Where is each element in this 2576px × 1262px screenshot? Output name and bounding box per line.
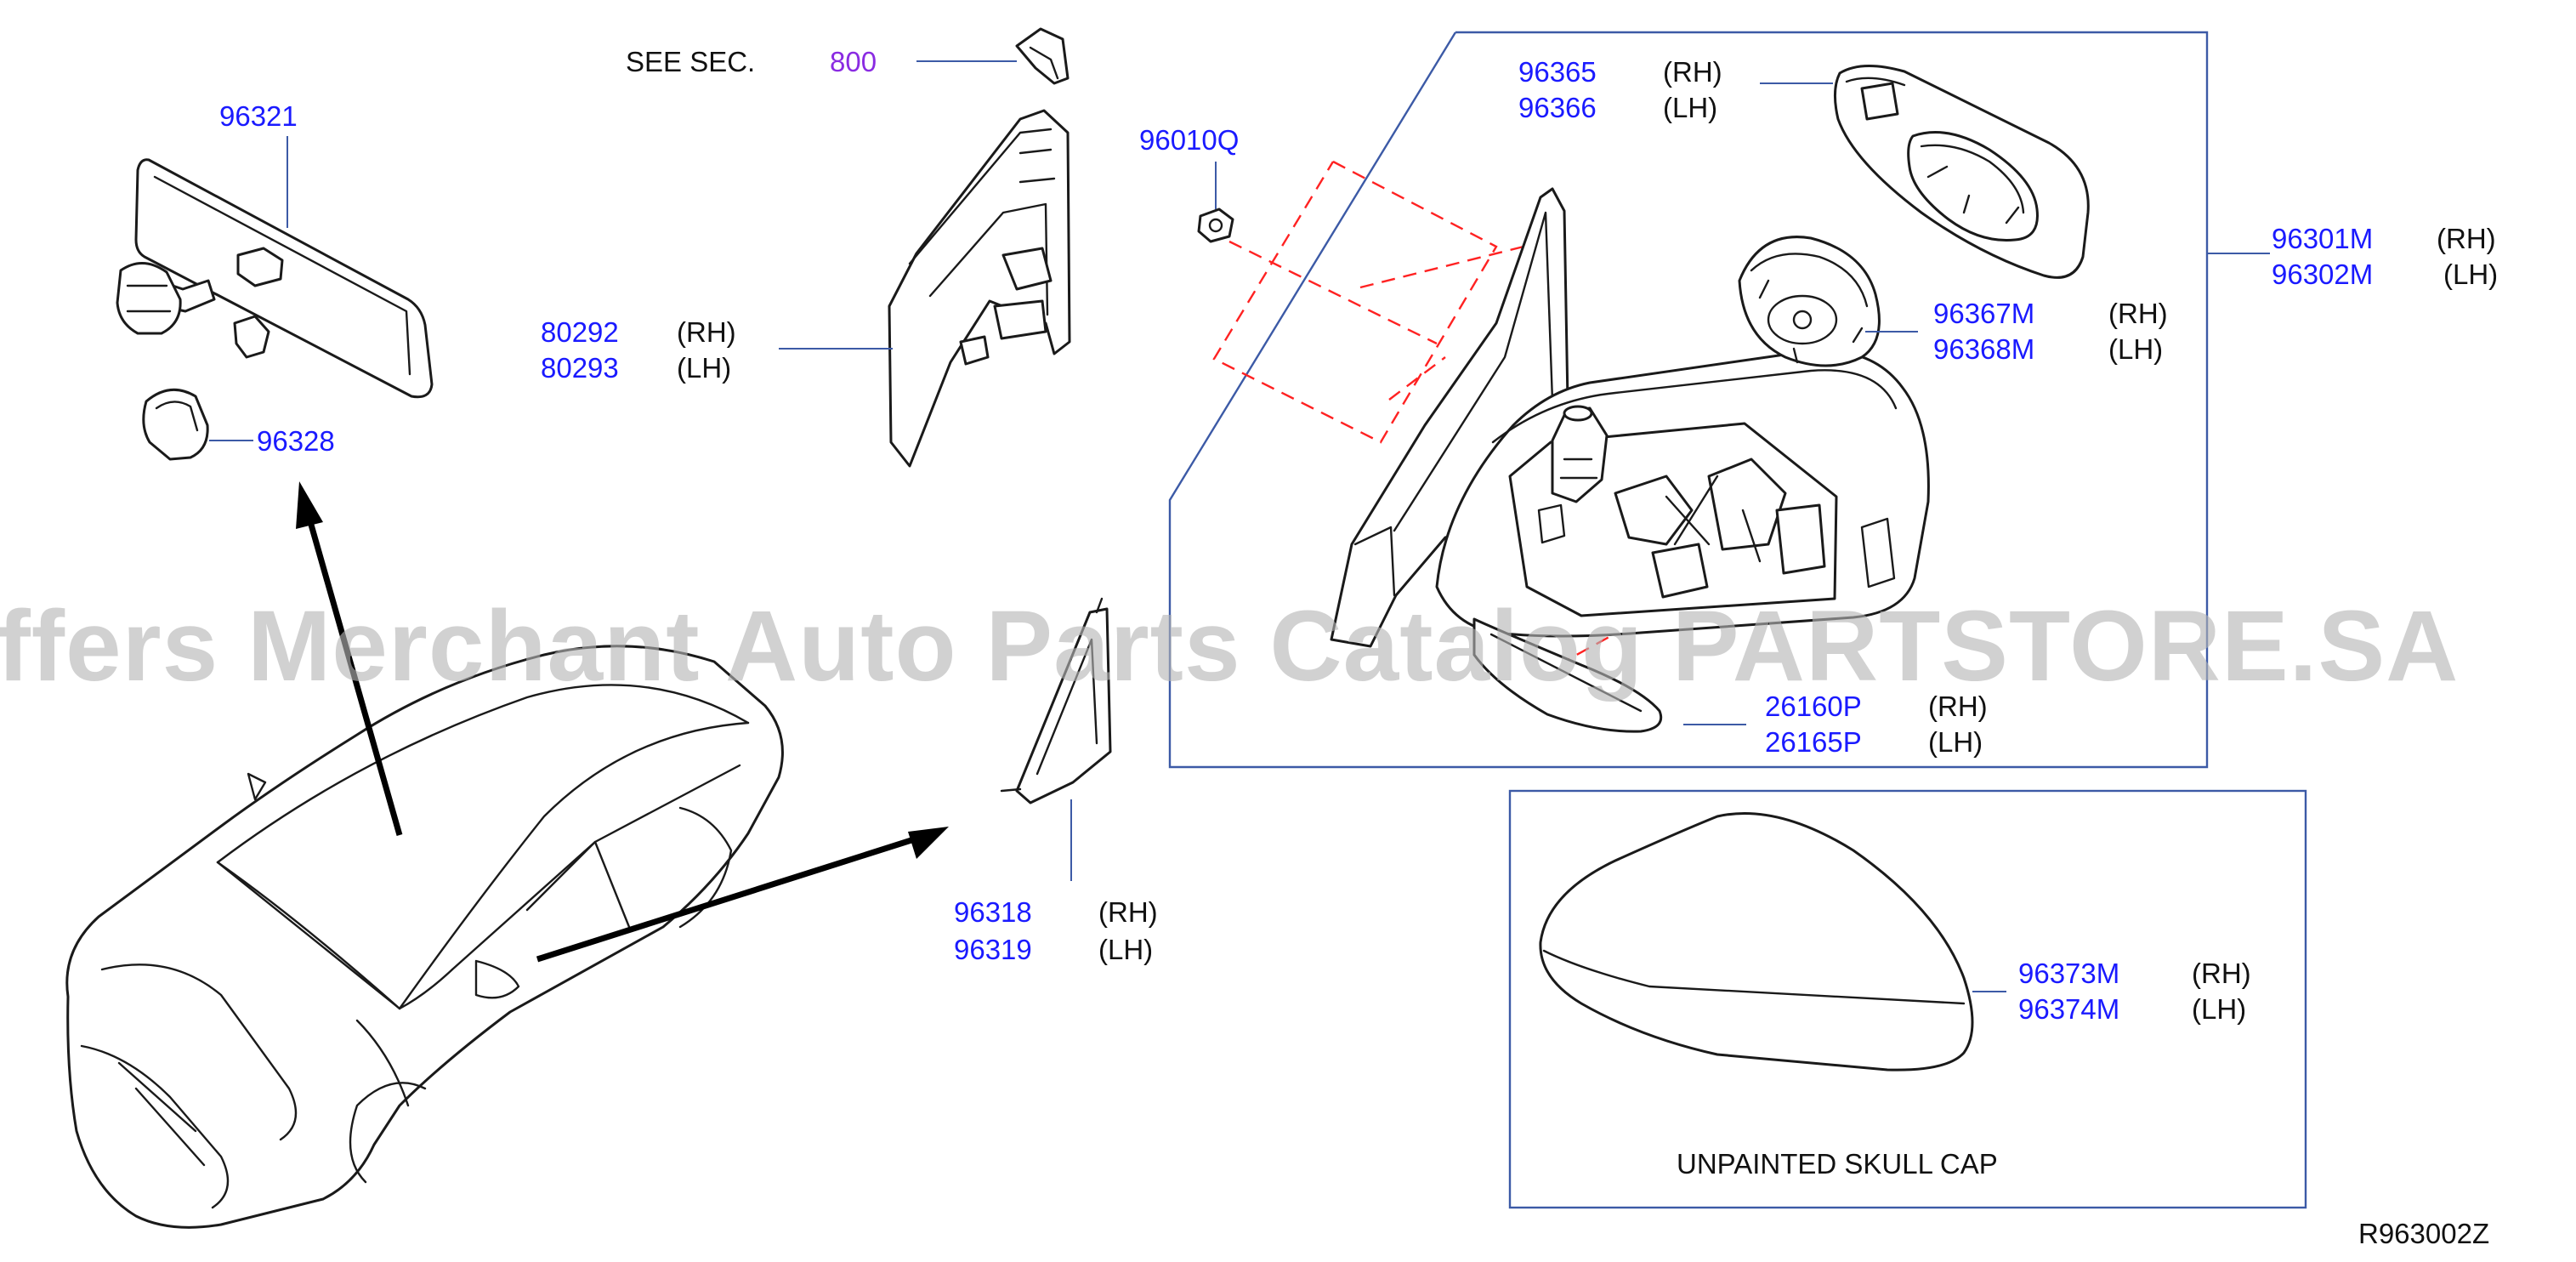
part-number-96319[interactable]: 96319 xyxy=(954,934,1032,965)
side-rh-96301m: (RH) xyxy=(2437,223,2496,254)
part-number-96367m[interactable]: 96367M xyxy=(1933,298,2034,329)
part-number-26160p[interactable]: 26160P xyxy=(1765,691,1862,722)
part-number-96373m[interactable]: 96373M xyxy=(2018,958,2119,989)
door-corner-finisher-drawing xyxy=(888,109,1071,468)
mirror-corner-cover-drawing xyxy=(1000,597,1112,804)
small-bracket-drawing xyxy=(1015,27,1070,85)
mirror-assembly-box xyxy=(1168,31,2209,769)
part-number-80292[interactable]: 80292 xyxy=(541,316,619,348)
side-rh-96365: (RH) xyxy=(1663,56,1722,88)
side-lh-96319: (LH) xyxy=(1098,934,1153,965)
alignment-dashes xyxy=(1212,160,1667,682)
skull-cap-caption: UNPAINTED SKULL CAP xyxy=(1677,1148,1998,1180)
part-number-96302m[interactable]: 96302M xyxy=(2272,259,2373,290)
side-lh-80293: (LH) xyxy=(677,352,731,384)
diagram-code: R963002Z xyxy=(2358,1218,2489,1249)
part-number-96321[interactable]: 96321 xyxy=(219,100,298,132)
part-number-96328[interactable]: 96328 xyxy=(257,425,335,457)
side-lh-96374m: (LH) xyxy=(2192,993,2246,1025)
side-rh-26160p: (RH) xyxy=(1928,691,1988,722)
nut-drawing xyxy=(1197,207,1234,243)
part-number-96368m[interactable]: 96368M xyxy=(1933,333,2034,365)
mirror-glass-holder-drawing xyxy=(1834,64,2090,279)
skull-cap-drawing xyxy=(1539,811,1974,1072)
side-lh-96366: (LH) xyxy=(1663,92,1717,123)
side-rh-96318: (RH) xyxy=(1098,896,1158,928)
part-number-96374m[interactable]: 96374M xyxy=(2018,993,2119,1025)
turn-signal-lamp-drawing xyxy=(1472,617,1663,733)
mirror-base-cover-drawing xyxy=(142,388,209,461)
watermark-text: Offers Merchant Auto Parts Catalog PARTS… xyxy=(0,590,2459,702)
side-lh-96302m: (LH) xyxy=(2443,259,2498,290)
part-number-96366[interactable]: 96366 xyxy=(1518,92,1597,123)
side-lh-26165p: (LH) xyxy=(1928,726,1983,758)
part-number-96301m[interactable]: 96301M xyxy=(2272,223,2373,254)
part-number-96365[interactable]: 96365 xyxy=(1518,56,1597,88)
vehicle-outline-drawing xyxy=(65,645,784,1229)
interior-mirror-drawing xyxy=(116,158,434,399)
part-number-96318[interactable]: 96318 xyxy=(954,896,1032,928)
section-800-link[interactable]: 800 xyxy=(830,46,877,77)
side-lh-96368m: (LH) xyxy=(2108,333,2163,365)
mirror-actuator-drawing xyxy=(1738,236,1881,367)
see-section-label: SEE SEC. xyxy=(626,46,755,77)
part-number-96010q[interactable]: 96010Q xyxy=(1139,124,1239,156)
part-number-80293[interactable]: 80293 xyxy=(541,352,619,384)
side-rh-96373m: (RH) xyxy=(2192,958,2251,989)
door-mirror-assembly-drawing xyxy=(1330,187,1930,648)
part-number-26165p[interactable]: 26165P xyxy=(1765,726,1862,758)
side-rh-80292: (RH) xyxy=(677,316,736,348)
pointer-arrows xyxy=(296,481,949,963)
side-rh-96367m: (RH) xyxy=(2108,298,2168,329)
skull-cap-box xyxy=(1508,789,2307,1209)
